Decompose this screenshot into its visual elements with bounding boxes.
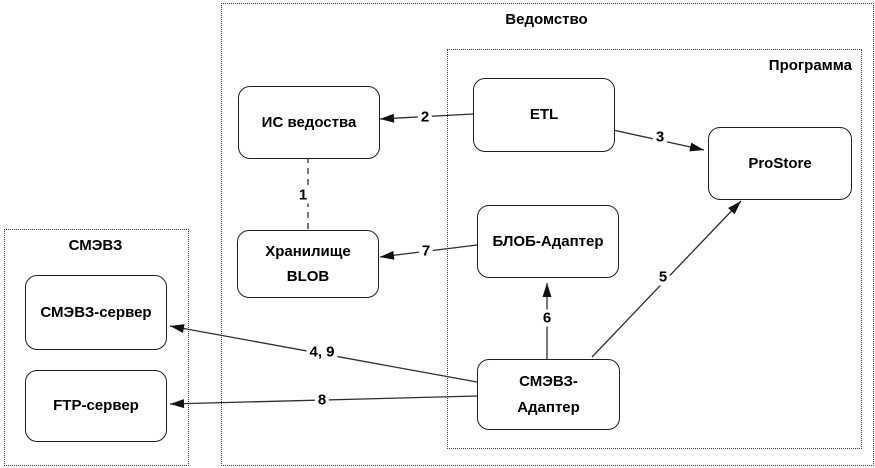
smev-title: СМЭВЗ <box>68 237 123 254</box>
node-blob-adapter: БЛОБ-Адаптер <box>477 205 619 278</box>
edge-6-label: 6 <box>539 309 555 327</box>
edge-3-label: 3 <box>652 128 668 146</box>
programma-title: Программа <box>768 57 852 74</box>
node-prostore: ProStore <box>708 127 852 200</box>
edge-7-label: 7 <box>418 242 434 260</box>
vedomstvo-container <box>221 3 874 466</box>
edge-5-label: 5 <box>655 268 671 286</box>
edge-2-label: 2 <box>417 108 433 126</box>
node-hranilishe-blob: Хранилище BLOB <box>237 230 379 298</box>
node-ftp-server: FTP-сервер <box>25 370 167 442</box>
node-etl: ETL <box>473 78 615 152</box>
node-smev-adapter: СМЭВЗ- Адаптер <box>477 359 620 430</box>
smev-container <box>4 229 189 466</box>
edge-8-label: 8 <box>314 391 330 409</box>
edge-4-label: 4, 9 <box>306 343 338 361</box>
node-smev-server: СМЭВЗ-сервер <box>25 275 167 350</box>
edge-1-label: 1 <box>295 186 311 204</box>
node-is-vedostva: ИС ведоства <box>238 86 380 159</box>
vedomstvo-title: Ведомство <box>505 11 588 28</box>
